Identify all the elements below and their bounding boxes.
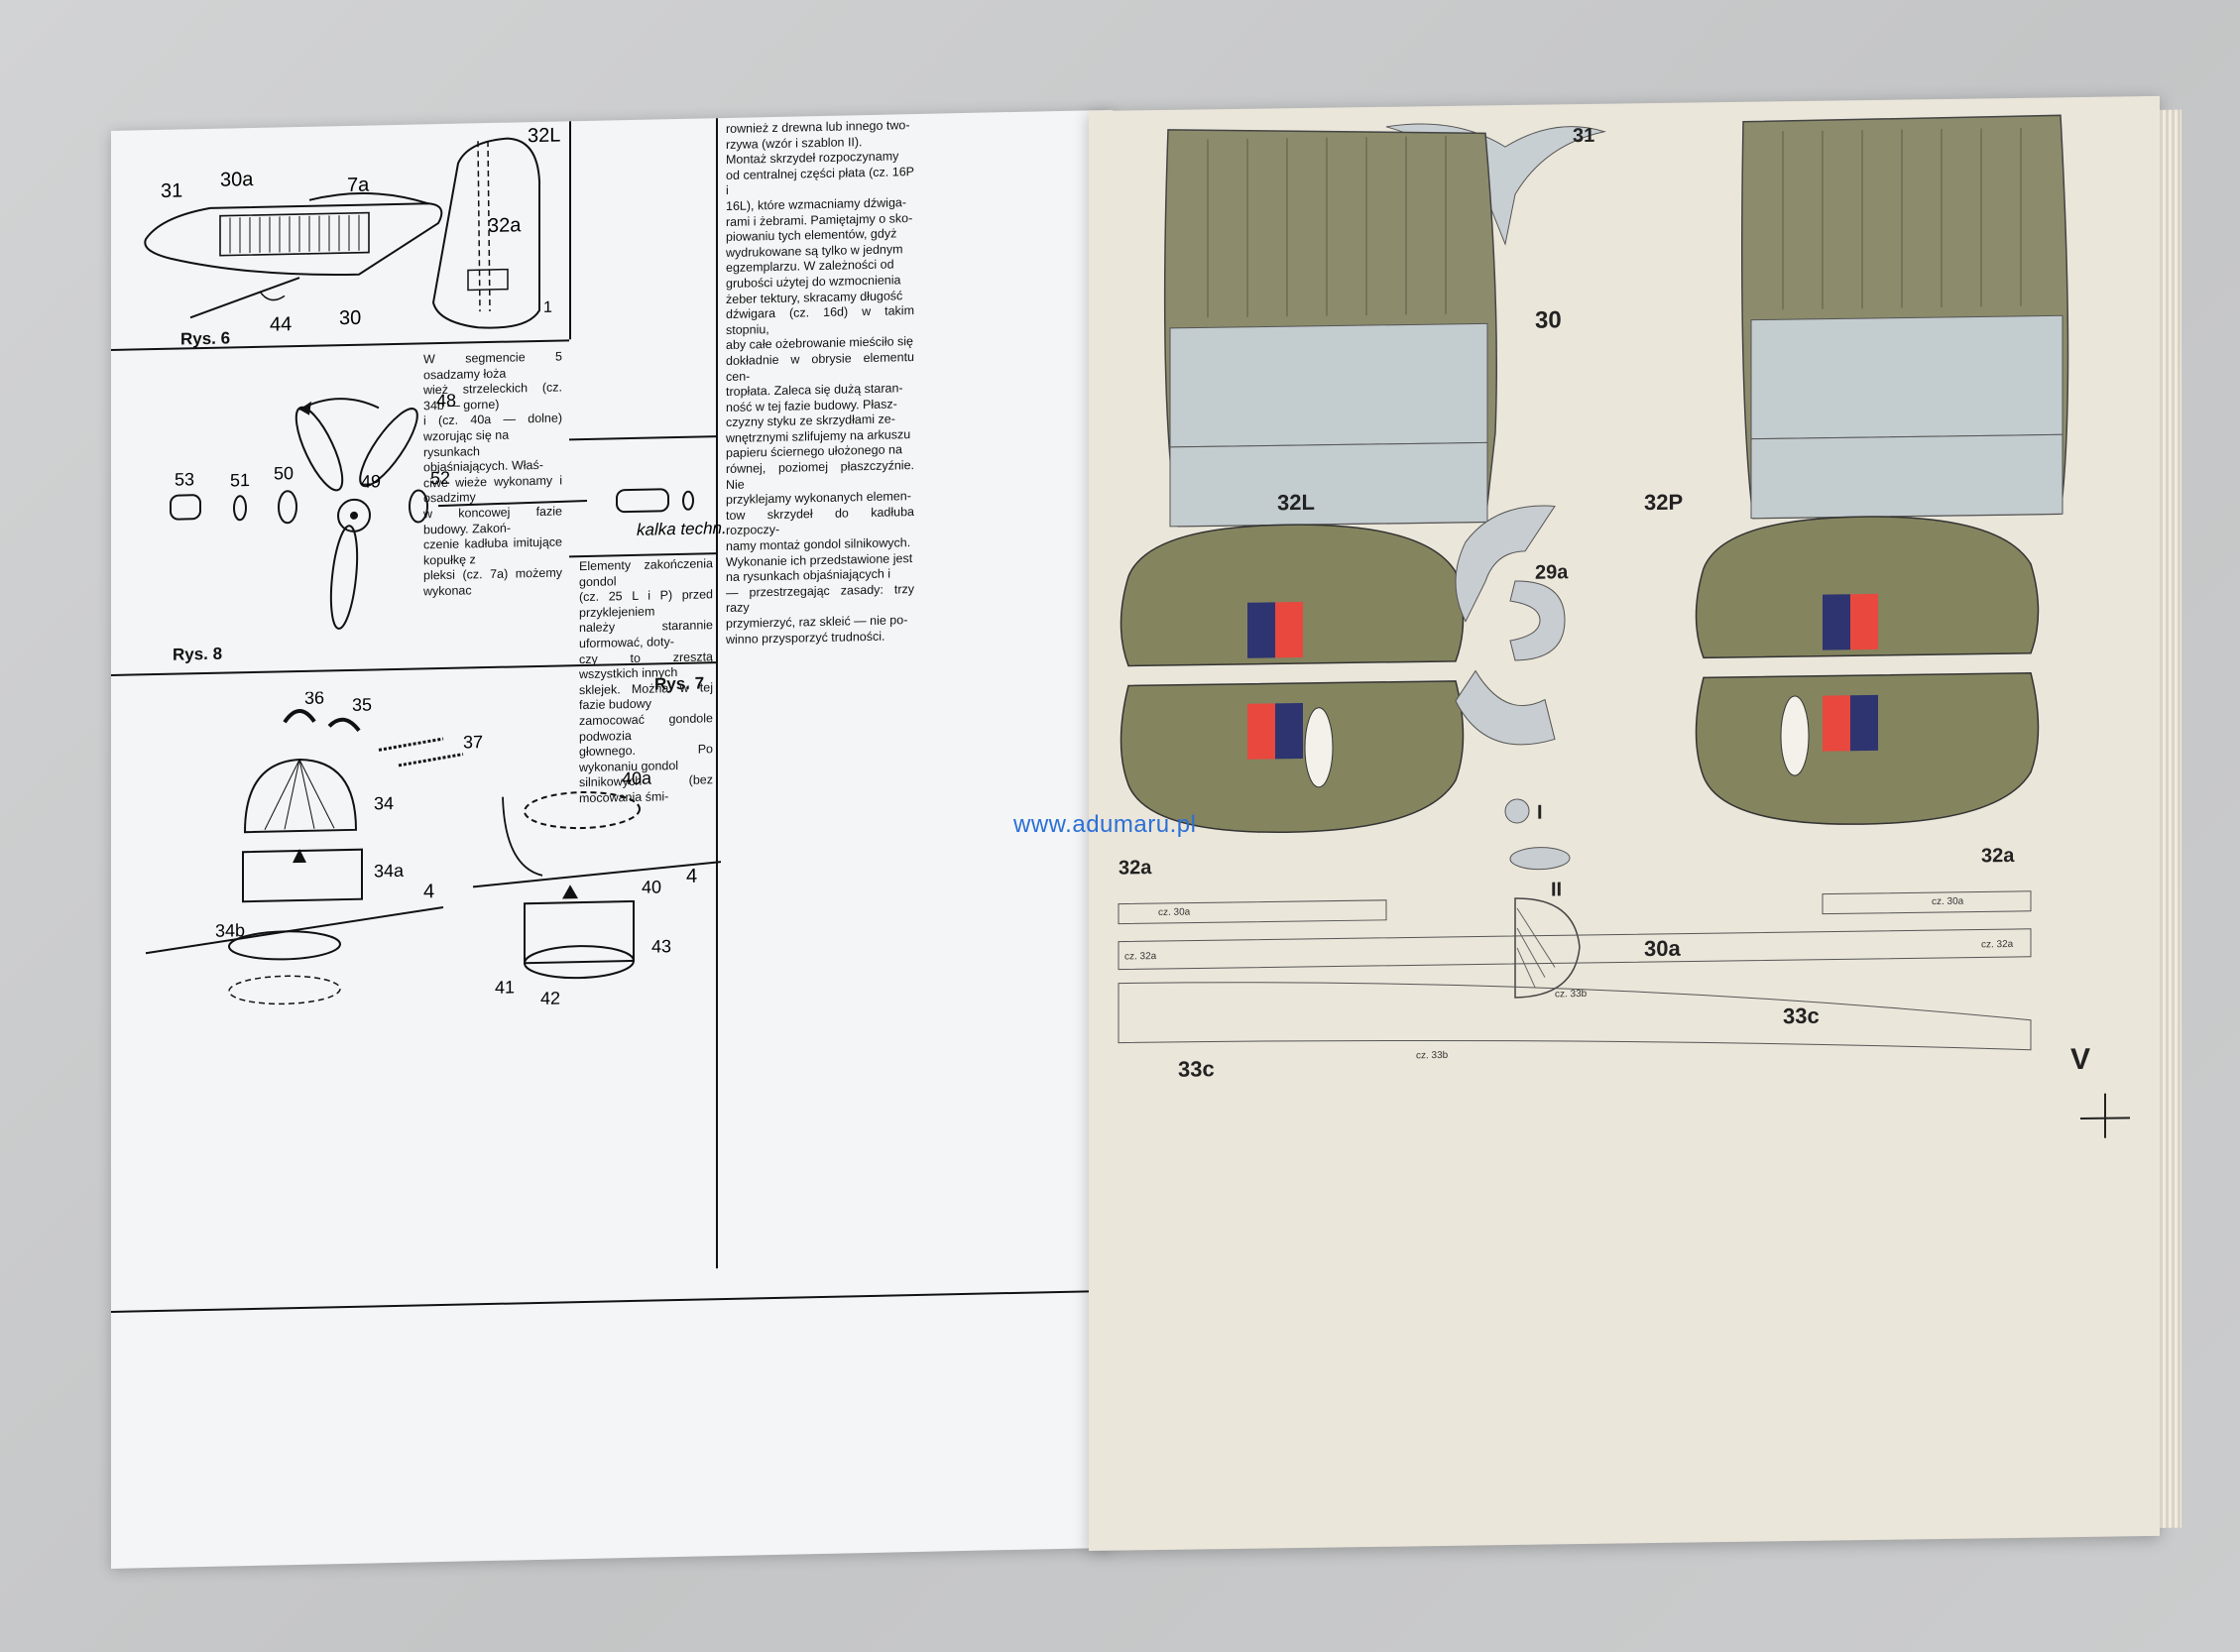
label-32L: 32L — [528, 125, 560, 148]
label-42: 42 — [540, 989, 560, 1008]
rys8-drawing: 53 51 50 49 48 52 — [170, 391, 588, 630]
label-cz32a-left: cz. 32a — [1124, 951, 1157, 962]
label-33c-right-sheet: 33c — [1783, 1003, 1820, 1029]
label-41: 41 — [495, 977, 515, 997]
sheet-edge-stack — [2160, 109, 2181, 1528]
label-32P-sheet: 32P — [1644, 490, 1683, 516]
label-40a: 40a — [622, 768, 652, 789]
label-4-left: 4 — [423, 881, 434, 902]
label-I-sheet: I — [1537, 802, 1543, 824]
label-43: 43 — [651, 936, 671, 956]
label-cz33b-bottom: cz. 33b — [1416, 1050, 1449, 1061]
label-cz30a-left: cz. 30a — [1158, 907, 1191, 918]
watermark: www.adumaru.pl — [1013, 811, 1197, 838]
label-cz33b-top: cz. 33b — [1555, 989, 1588, 1000]
instruction-page: Rys. 6 Rys. 8 Rys. 7 rownież z drewna lu… — [111, 109, 1113, 1570]
label-35: 35 — [352, 694, 372, 714]
label-33c-left-sheet: 33c — [1178, 1056, 1215, 1082]
label-52: 52 — [430, 468, 450, 488]
label-53: 53 — [175, 469, 194, 489]
label-4-right: 4 — [686, 866, 697, 887]
label-31-sheet: 31 — [1573, 125, 1594, 147]
text-column-top-right: rownież z drewna lub innego two- rzywa (… — [726, 118, 914, 647]
label-32a-right-sheet: 32a — [1981, 845, 2015, 867]
label-V-sheet: V — [2070, 1043, 2090, 1076]
label-32a-left-sheet: 32a — [1119, 857, 1152, 879]
label-kalka: kalka techn. — [637, 519, 727, 539]
label-50: 50 — [274, 463, 294, 483]
label-34b: 34b — [215, 920, 245, 941]
cutout-sheet: 30 31 32L 32P 29a I II 32a 32a — [1089, 95, 2181, 1551]
kalka-roll-drawing: kalka techn. — [616, 488, 727, 539]
label-49: 49 — [361, 471, 381, 491]
label-44: 44 — [270, 313, 292, 335]
label-30-sheet: 30 — [1535, 306, 1562, 333]
label-51: 51 — [230, 470, 250, 490]
label-40: 40 — [642, 877, 661, 896]
rys6-drawing: 31 30a 7a 32L 32a 44 30 1 — [144, 125, 560, 336]
label-30a-sheet: 30a — [1644, 936, 1681, 962]
label-32L-sheet: 32L — [1277, 490, 1315, 516]
label-37: 37 — [463, 732, 483, 752]
divider-vertical-top — [569, 121, 571, 340]
label-7a: 7a — [347, 175, 370, 196]
label-30: 30 — [339, 307, 361, 329]
label-31: 31 — [161, 179, 182, 201]
label-II-sheet: II — [1551, 879, 1562, 900]
label-34: 34 — [374, 793, 394, 813]
rys7-drawing: 36 35 37 34 34a 34b 4 40a 40 43 41 42 4 — [145, 687, 721, 1008]
label-34a: 34a — [374, 861, 405, 882]
divider-horizontal-bottom — [111, 1289, 1113, 1313]
label-1: 1 — [543, 299, 552, 316]
label-32a: 32a — [488, 214, 522, 237]
label-cz32a-right: cz. 32a — [1981, 939, 2014, 950]
cutout-parts: 30 31 32L 32P 29a I II 32a 32a — [1118, 114, 2130, 1138]
label-29a-sheet: 29a — [1535, 561, 1569, 583]
label-48: 48 — [436, 391, 456, 411]
label-30a: 30a — [220, 169, 254, 191]
label-36: 36 — [304, 687, 324, 707]
label-cz30a-right: cz. 30a — [1932, 896, 1964, 907]
